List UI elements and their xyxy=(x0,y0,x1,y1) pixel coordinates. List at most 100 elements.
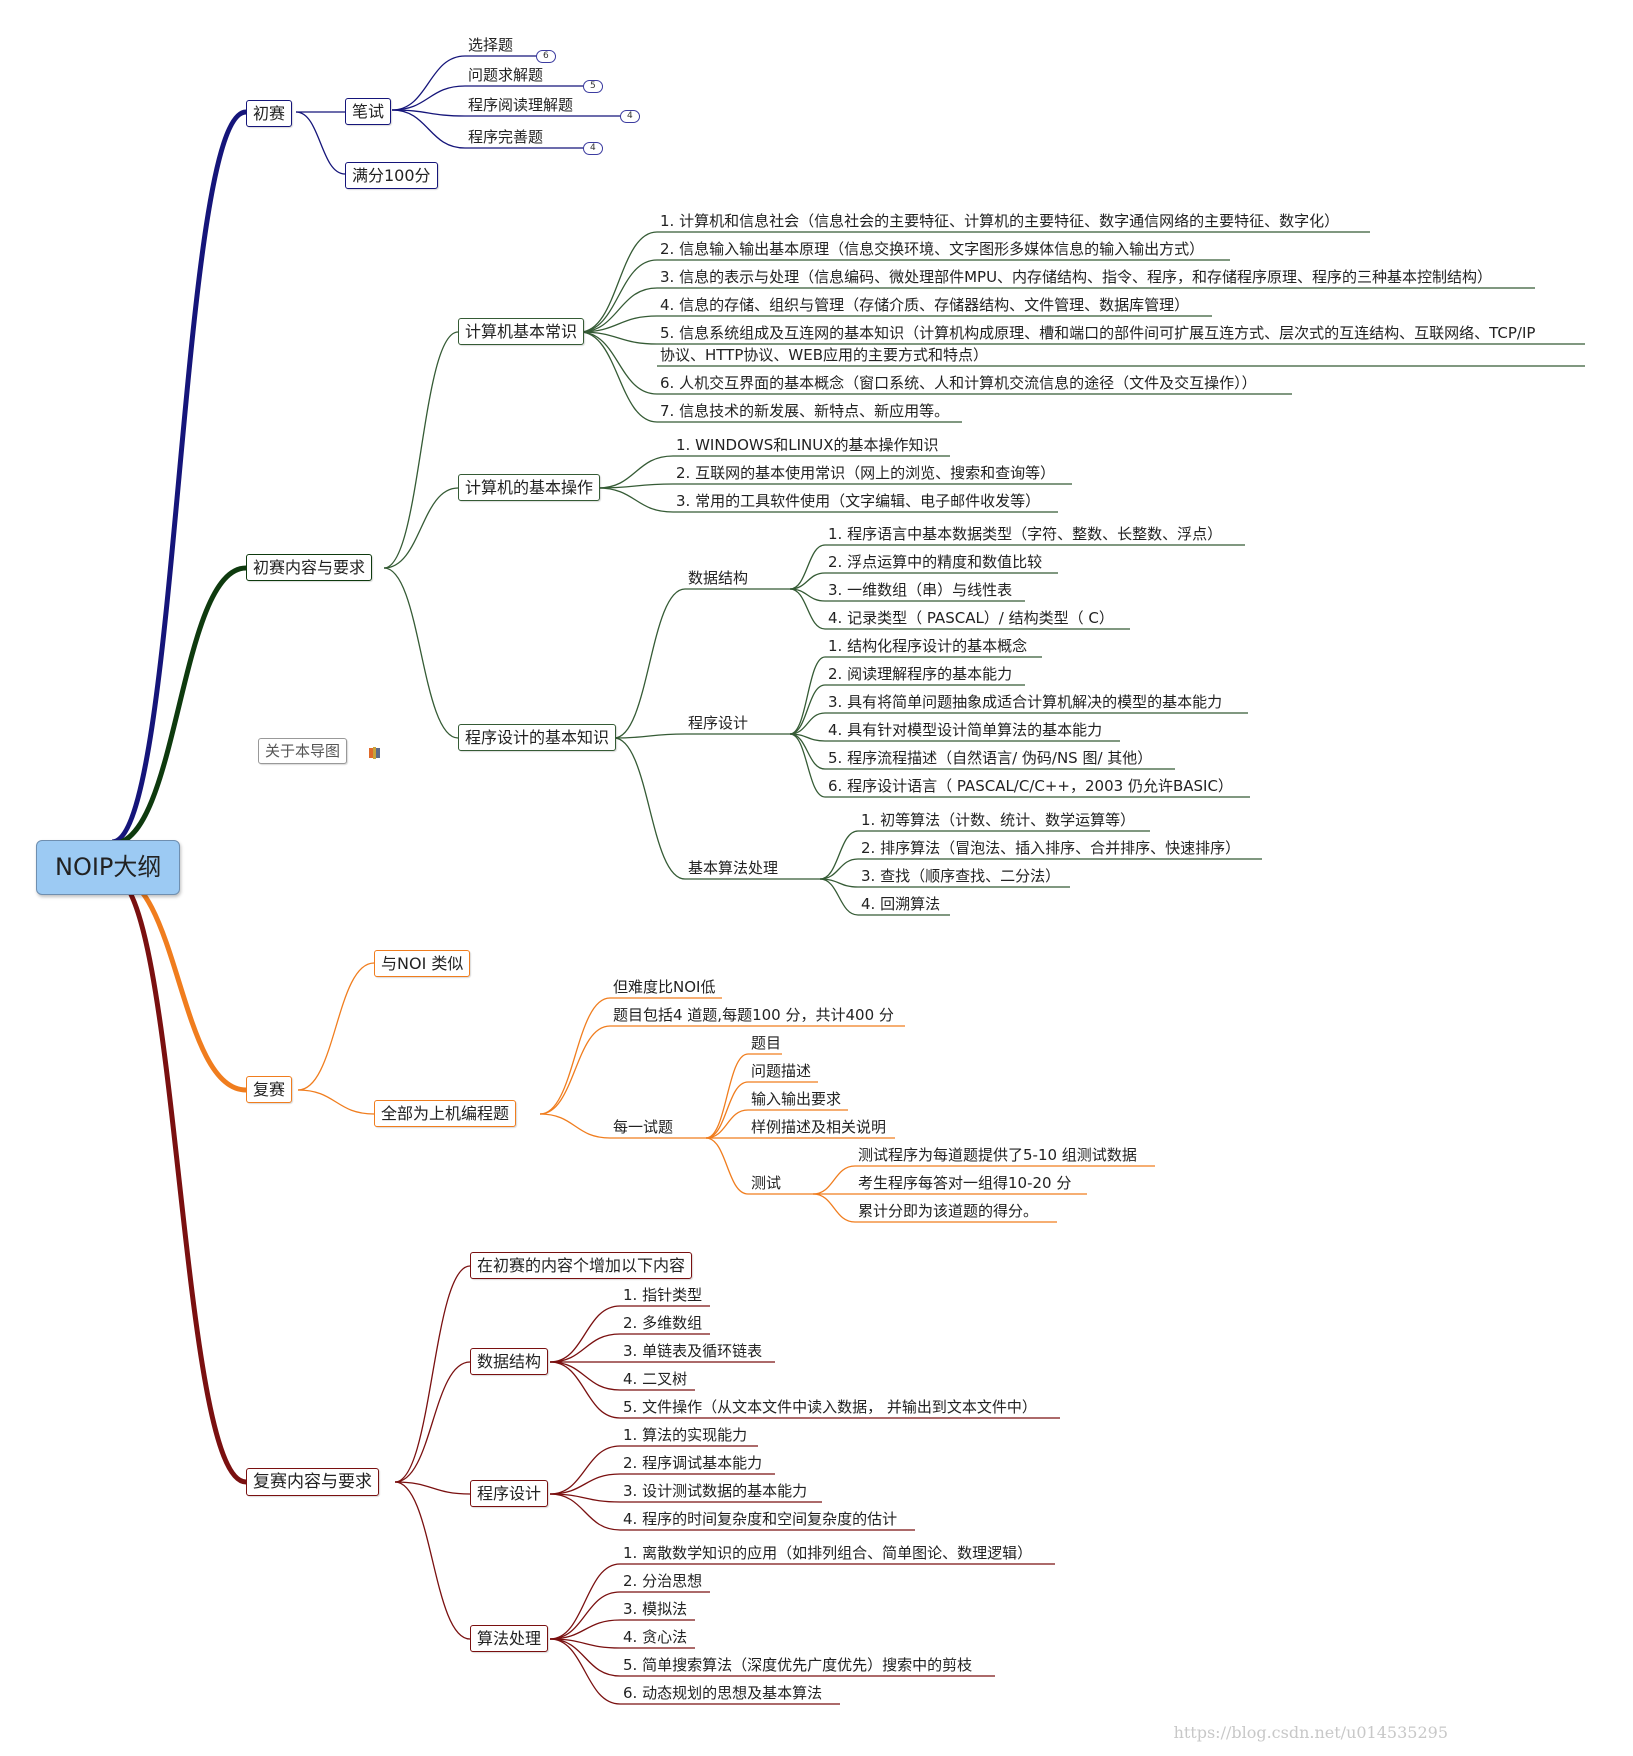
final-data-structure-item[interactable]: 1. 指针类型 xyxy=(623,1286,703,1304)
connector xyxy=(819,878,859,916)
count-badge: 5 xyxy=(583,80,603,93)
node-similar[interactable]: 与NOI 类似 xyxy=(374,950,471,978)
connector xyxy=(549,1638,621,1705)
node-written[interactable]: 笔试 xyxy=(345,98,392,126)
basic-knowledge-item[interactable]: 5. 信息系统组成及互连网的基本知识（计算机构成原理、槽和端口的部件间可扩展互连… xyxy=(660,324,1536,342)
algorithm-item[interactable]: 1. 初等算法（计数、统计、数学运算等） xyxy=(861,811,1136,829)
node-programming[interactable]: 程序设计的基本知识 xyxy=(458,724,617,752)
watermark: https://blog.csdn.net/u014535295 xyxy=(1173,1723,1448,1742)
final-algorithm-item[interactable]: 1. 离散数学知识的应用（如排列组合、简单图论、数理逻辑） xyxy=(623,1544,1033,1562)
difficulty-note[interactable]: 但难度比NOI低 xyxy=(613,978,716,996)
node-preliminary[interactable]: 初赛 xyxy=(246,100,293,128)
final-data-structure-item[interactable]: 5. 文件操作（从文本文件中读入数据， 并输出到文本文件中） xyxy=(623,1398,1037,1416)
written-item[interactable]: 程序阅读理解题 xyxy=(468,96,574,114)
connector xyxy=(613,588,686,739)
connector xyxy=(789,544,826,590)
node-preliminary-req[interactable]: 初赛内容与要求 xyxy=(246,554,373,582)
data-structure-item[interactable]: 2. 浮点运算中的精度和数值比较 xyxy=(828,553,1043,571)
connector xyxy=(383,331,459,569)
connector xyxy=(597,487,674,513)
data-structure-item[interactable]: 3. 一维数组（串）与线性表 xyxy=(828,581,1013,599)
connector xyxy=(549,1619,621,1640)
algorithms-label[interactable]: 基本算法处理 xyxy=(688,859,779,877)
basic-knowledge-item[interactable]: 6. 人机交互界面的基本概念（窗口系统、人和计算机交流信息的途径（文件及交互操作… xyxy=(660,374,1257,392)
each-question-item[interactable]: 问题描述 xyxy=(751,1062,812,1080)
node-final-program-design[interactable]: 程序设计 xyxy=(470,1480,549,1508)
final-algorithm-item[interactable]: 2. 分治思想 xyxy=(623,1572,703,1590)
connector xyxy=(613,733,686,739)
basic-knowledge-item[interactable]: 3. 信息的表示与处理（信息编码、微处理部件MPU、内存储结构、指令、程序，和存… xyxy=(660,268,1493,286)
connector xyxy=(549,1333,621,1363)
basic-ops-item[interactable]: 3. 常用的工具软件使用（文字编辑、电子邮件收发等） xyxy=(676,492,1041,510)
data-structures-label[interactable]: 数据结构 xyxy=(688,569,749,587)
test-item[interactable]: 测试程序为每道题提供了5-10 组测试数据 xyxy=(858,1146,1137,1164)
node-added[interactable]: 在初赛的内容个增加以下内容 xyxy=(470,1252,693,1280)
test-label[interactable]: 测试 xyxy=(751,1174,782,1192)
each-question-label[interactable]: 每一试题 xyxy=(613,1118,674,1136)
connector xyxy=(383,567,459,739)
note-icon[interactable] xyxy=(368,745,382,759)
connector xyxy=(613,737,686,880)
each-question-item[interactable]: 样例描述及相关说明 xyxy=(751,1118,887,1136)
basic-knowledge-item[interactable]: 4. 信息的存储、组织与管理（存储介质、存储器结构、文件管理、数据库管理） xyxy=(660,296,1190,314)
node-all-computer[interactable]: 全部为上机编程题 xyxy=(374,1100,517,1128)
node-final-algorithms[interactable]: 算法处理 xyxy=(470,1625,549,1653)
final-program-design-item[interactable]: 2. 程序调试基本能力 xyxy=(623,1454,763,1472)
branch-final-req xyxy=(111,873,247,1485)
connector xyxy=(579,315,658,333)
node-final[interactable]: 复赛 xyxy=(246,1076,293,1104)
basic-knowledge-item[interactable]: 7. 信息技术的新发展、新特点、新应用等。 xyxy=(660,402,950,420)
written-item[interactable]: 问题求解题 xyxy=(468,66,544,84)
program-design-item[interactable]: 1. 结构化程序设计的基本概念 xyxy=(828,637,1028,655)
program-design-item[interactable]: 6. 程序设计语言（ PASCAL/C/C++，2003 仍允许BASIC） xyxy=(828,777,1233,795)
each-question-item[interactable]: 输入输出要求 xyxy=(751,1090,842,1108)
written-item[interactable]: 程序完善题 xyxy=(468,128,544,146)
final-algorithm-item[interactable]: 6. 动态规划的思想及基本算法 xyxy=(623,1684,823,1702)
algorithm-item[interactable]: 2. 排序算法（冒泡法、插入排序、合并排序、快速排序） xyxy=(861,839,1241,857)
final-algorithm-item[interactable]: 5. 简单搜索算法（深度优先广度优先）搜索中的剪枝 xyxy=(623,1656,973,1674)
connector xyxy=(789,712,826,735)
about-node[interactable]: 关于本导图 xyxy=(258,738,348,764)
basic-knowledge-item[interactable]: 1. 计算机和信息社会（信息社会的主要特征、计算机的主要特征、数字通信网络的主要… xyxy=(660,212,1340,230)
algorithm-item[interactable]: 3. 查找（顺序查找、二分法） xyxy=(861,867,1061,885)
final-algorithm-item[interactable]: 3. 模拟法 xyxy=(623,1600,688,1618)
node-basic-ops[interactable]: 计算机的基本操作 xyxy=(458,474,601,502)
basic-ops-item[interactable]: 1. WINDOWS和LINUX的基本操作知识 xyxy=(676,436,939,454)
root-node[interactable]: NOIP大纲 xyxy=(36,840,181,895)
program-design-item[interactable]: 5. 程序流程描述（自然语言/ 伪码/NS 图/ 其他） xyxy=(828,749,1153,767)
connector xyxy=(549,1305,621,1363)
test-item[interactable]: 考生程序每答对一组得10-20 分 xyxy=(858,1174,1072,1192)
written-item[interactable]: 选择题 xyxy=(468,36,514,54)
node-full-score[interactable]: 满分100分 xyxy=(345,162,438,190)
test-item[interactable]: 累计分即为该道题的得分。 xyxy=(858,1202,1039,1220)
final-program-design-item[interactable]: 3. 设计测试数据的基本能力 xyxy=(623,1482,808,1500)
program-design-item[interactable]: 4. 具有针对模型设计简单算法的基本能力 xyxy=(828,721,1103,739)
node-final-data-structures[interactable]: 数据结构 xyxy=(470,1348,549,1376)
node-basic-knowledge[interactable]: 计算机基本常识 xyxy=(458,318,585,346)
questions-note[interactable]: 题目包括4 道题,每题100 分，共计400 分 xyxy=(613,1006,894,1024)
algorithm-item[interactable]: 4. 回溯算法 xyxy=(861,895,941,913)
basic-knowledge-item[interactable]: 协议、HTTP协议、WEB应用的主要方式和特点） xyxy=(660,346,988,364)
data-structure-item[interactable]: 4. 记录类型（ PASCAL）/ 结构类型（ C） xyxy=(828,609,1114,627)
final-data-structure-item[interactable]: 3. 单链表及循环链表 xyxy=(623,1342,763,1360)
final-data-structure-item[interactable]: 2. 多维数组 xyxy=(623,1314,703,1332)
node-final-req[interactable]: 复赛内容与要求 xyxy=(246,1468,379,1497)
program-design-item[interactable]: 3. 具有将简单问题抽象成适合计算机解决的模型的基本能力 xyxy=(828,693,1223,711)
data-structure-item[interactable]: 1. 程序语言中基本数据类型（字符、整数、长整数、浮点） xyxy=(828,525,1223,543)
program-design-item[interactable]: 2. 阅读理解程序的基本能力 xyxy=(828,665,1013,683)
connector xyxy=(812,1193,856,1223)
connector xyxy=(789,588,826,630)
final-algorithm-item[interactable]: 4. 贪心法 xyxy=(623,1628,688,1646)
branch-preliminary xyxy=(111,109,247,845)
count-badge: 6 xyxy=(536,50,556,63)
connector xyxy=(549,1591,621,1640)
final-program-design-item[interactable]: 1. 算法的实现能力 xyxy=(623,1426,748,1444)
final-program-design-item[interactable]: 4. 程序的时间复杂度和空间复杂度的估计 xyxy=(623,1510,898,1528)
program-design-label[interactable]: 程序设计 xyxy=(688,714,749,732)
connector xyxy=(812,1165,856,1195)
each-question-item[interactable]: 题目 xyxy=(751,1034,782,1052)
basic-ops-item[interactable]: 2. 互联网的基本使用常识（网上的浏览、搜索和查询等） xyxy=(676,464,1056,482)
final-data-structure-item[interactable]: 4. 二叉树 xyxy=(623,1370,688,1388)
basic-knowledge-item[interactable]: 2. 信息输入输出基本原理（信息交换环境、文字图形多媒体信息的输入输出方式） xyxy=(660,240,1205,258)
